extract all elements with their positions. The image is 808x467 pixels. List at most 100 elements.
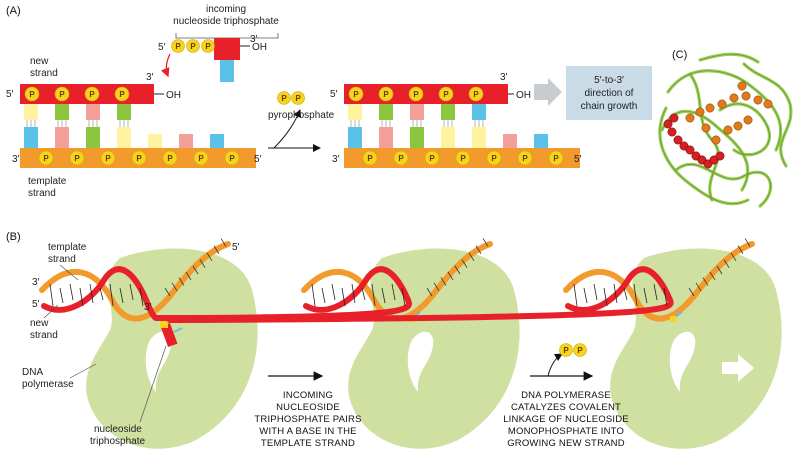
h1-tail-base <box>213 245 220 254</box>
right-template-base-5 <box>472 127 486 148</box>
left-template-phosphate-3 <box>100 150 116 166</box>
polymerase-blob-3-cleft <box>669 331 696 392</box>
h2-base-pair <box>381 287 386 304</box>
right-new-base-2 <box>379 104 393 120</box>
b-3prime-left: 3′ <box>32 277 40 288</box>
h1-tail-base <box>192 265 199 275</box>
phosphate-label: P <box>577 346 583 355</box>
template-atom-12 <box>711 135 721 145</box>
new-strand-label-line2: strand <box>30 68 58 79</box>
protein-ribbon-edge-6 <box>659 107 749 204</box>
right-template-phosphate-7 <box>548 150 564 166</box>
h1-tail-base <box>220 238 227 247</box>
h3-base-pair <box>663 287 668 307</box>
right-template-base-4 <box>441 127 455 148</box>
b-polymerase-leader <box>69 363 97 379</box>
h3-base-pair <box>583 287 588 304</box>
left-new-phosphate-2 <box>54 86 70 102</box>
step2-caption-line1: DNA POLYMERASE <box>521 390 611 401</box>
h1-base-pair <box>119 287 124 304</box>
h2-tail-base <box>447 271 454 281</box>
h1-ntp-phosphate <box>160 318 168 328</box>
left-template-phosphate-4 <box>131 150 147 166</box>
template-atom-5 <box>729 93 739 103</box>
step2-caption-line5: GROWING NEW STRAND <box>507 438 625 449</box>
protein-ribbon-edge-7 <box>699 53 759 63</box>
h3-tail-base <box>723 259 730 268</box>
right-template-phosphate-4 <box>455 150 471 166</box>
left-template-phosphate-7 <box>224 150 240 166</box>
right-new-phosphate-5 <box>468 86 484 102</box>
b-template-label-line2: strand <box>48 254 76 265</box>
left-new-phosphate-1 <box>24 86 40 102</box>
phosphate-label: P <box>198 154 204 163</box>
h1-base-pair <box>59 287 64 304</box>
phosphate-label: P <box>43 154 49 163</box>
left-template-phosphate-6 <box>193 150 209 166</box>
template-atom-6 <box>741 91 751 101</box>
incoming-label-line1: incoming <box>206 4 246 15</box>
new-strand-5prime: 5′ <box>6 89 14 100</box>
left-new-base-2 <box>55 104 69 120</box>
new-strand-atom-1 <box>667 127 677 137</box>
h2-base-pair <box>351 283 356 304</box>
new-strand-label-line1: new <box>30 56 49 67</box>
b-pyrophosphate-p2 <box>573 343 587 357</box>
new-strand-atom-2 <box>673 135 683 145</box>
protein-ribbon-edge-8 <box>719 103 770 155</box>
right-new-5prime: 5′ <box>330 89 338 100</box>
left-template-base-7 <box>210 134 224 148</box>
protein-ribbon-edge-1 <box>667 70 781 151</box>
panel-b-label: (B) <box>6 231 21 243</box>
h3-tail-base <box>688 287 695 297</box>
right-new-phosphate-2 <box>378 86 394 102</box>
new-strand-3prime: 3′ <box>146 72 154 83</box>
h2-base-pair <box>331 283 336 301</box>
phosphate-label: P <box>522 154 528 163</box>
template-3prime: 3′ <box>12 154 20 165</box>
template-5prime: 5′ <box>254 154 262 165</box>
h3-tail-base <box>744 238 751 247</box>
h1-tail-base <box>199 259 206 268</box>
h1-tail-base <box>206 252 213 262</box>
b-pyrophosphate-p1 <box>559 343 573 357</box>
right-new-phosphate-3 <box>408 86 424 102</box>
b-ntp-line2: triphosphate <box>90 436 145 447</box>
phosphate-label: P <box>443 90 449 99</box>
phosphate-label: P <box>429 154 435 163</box>
h2-tail-base <box>454 265 461 275</box>
template-label-line1: template <box>28 176 67 187</box>
polymerase-blob-3 <box>610 248 782 449</box>
h2-tail-base <box>426 287 433 297</box>
phosphate-label: P <box>105 154 111 163</box>
b-new-strand-line1: new <box>30 318 49 329</box>
h2-tail-base <box>461 259 468 268</box>
template-atom-3 <box>705 103 715 113</box>
h3-base-pair <box>643 287 648 304</box>
h2-base-pair <box>401 287 406 307</box>
b-ntp-leader <box>139 345 167 423</box>
protein-ribbon-edge-3 <box>675 164 771 207</box>
h3-base-pair <box>603 287 608 307</box>
pyrophosphate-p2 <box>291 91 305 105</box>
h3-tail-base <box>695 282 702 292</box>
growth-box-line3: chain growth <box>581 101 638 112</box>
phosphate-label: P <box>398 154 404 163</box>
phosphate-label: P <box>89 90 95 99</box>
polymerase-blob-2 <box>348 248 520 449</box>
pyrophosphate-curve-arrow <box>273 109 302 149</box>
left-template-base-5 <box>148 134 162 148</box>
left-template-base-1 <box>24 127 38 148</box>
growth-box <box>566 66 652 120</box>
h3-template-strand <box>563 241 755 322</box>
h2-tail-base <box>440 277 447 286</box>
h1-tail-base <box>171 282 178 292</box>
h2-tail-base <box>475 245 482 254</box>
phosphate-label: P <box>59 90 65 99</box>
template-label-line2: strand <box>28 188 56 199</box>
polymerase-blob-2-cleft <box>407 331 434 392</box>
template-atom-11 <box>743 115 753 125</box>
